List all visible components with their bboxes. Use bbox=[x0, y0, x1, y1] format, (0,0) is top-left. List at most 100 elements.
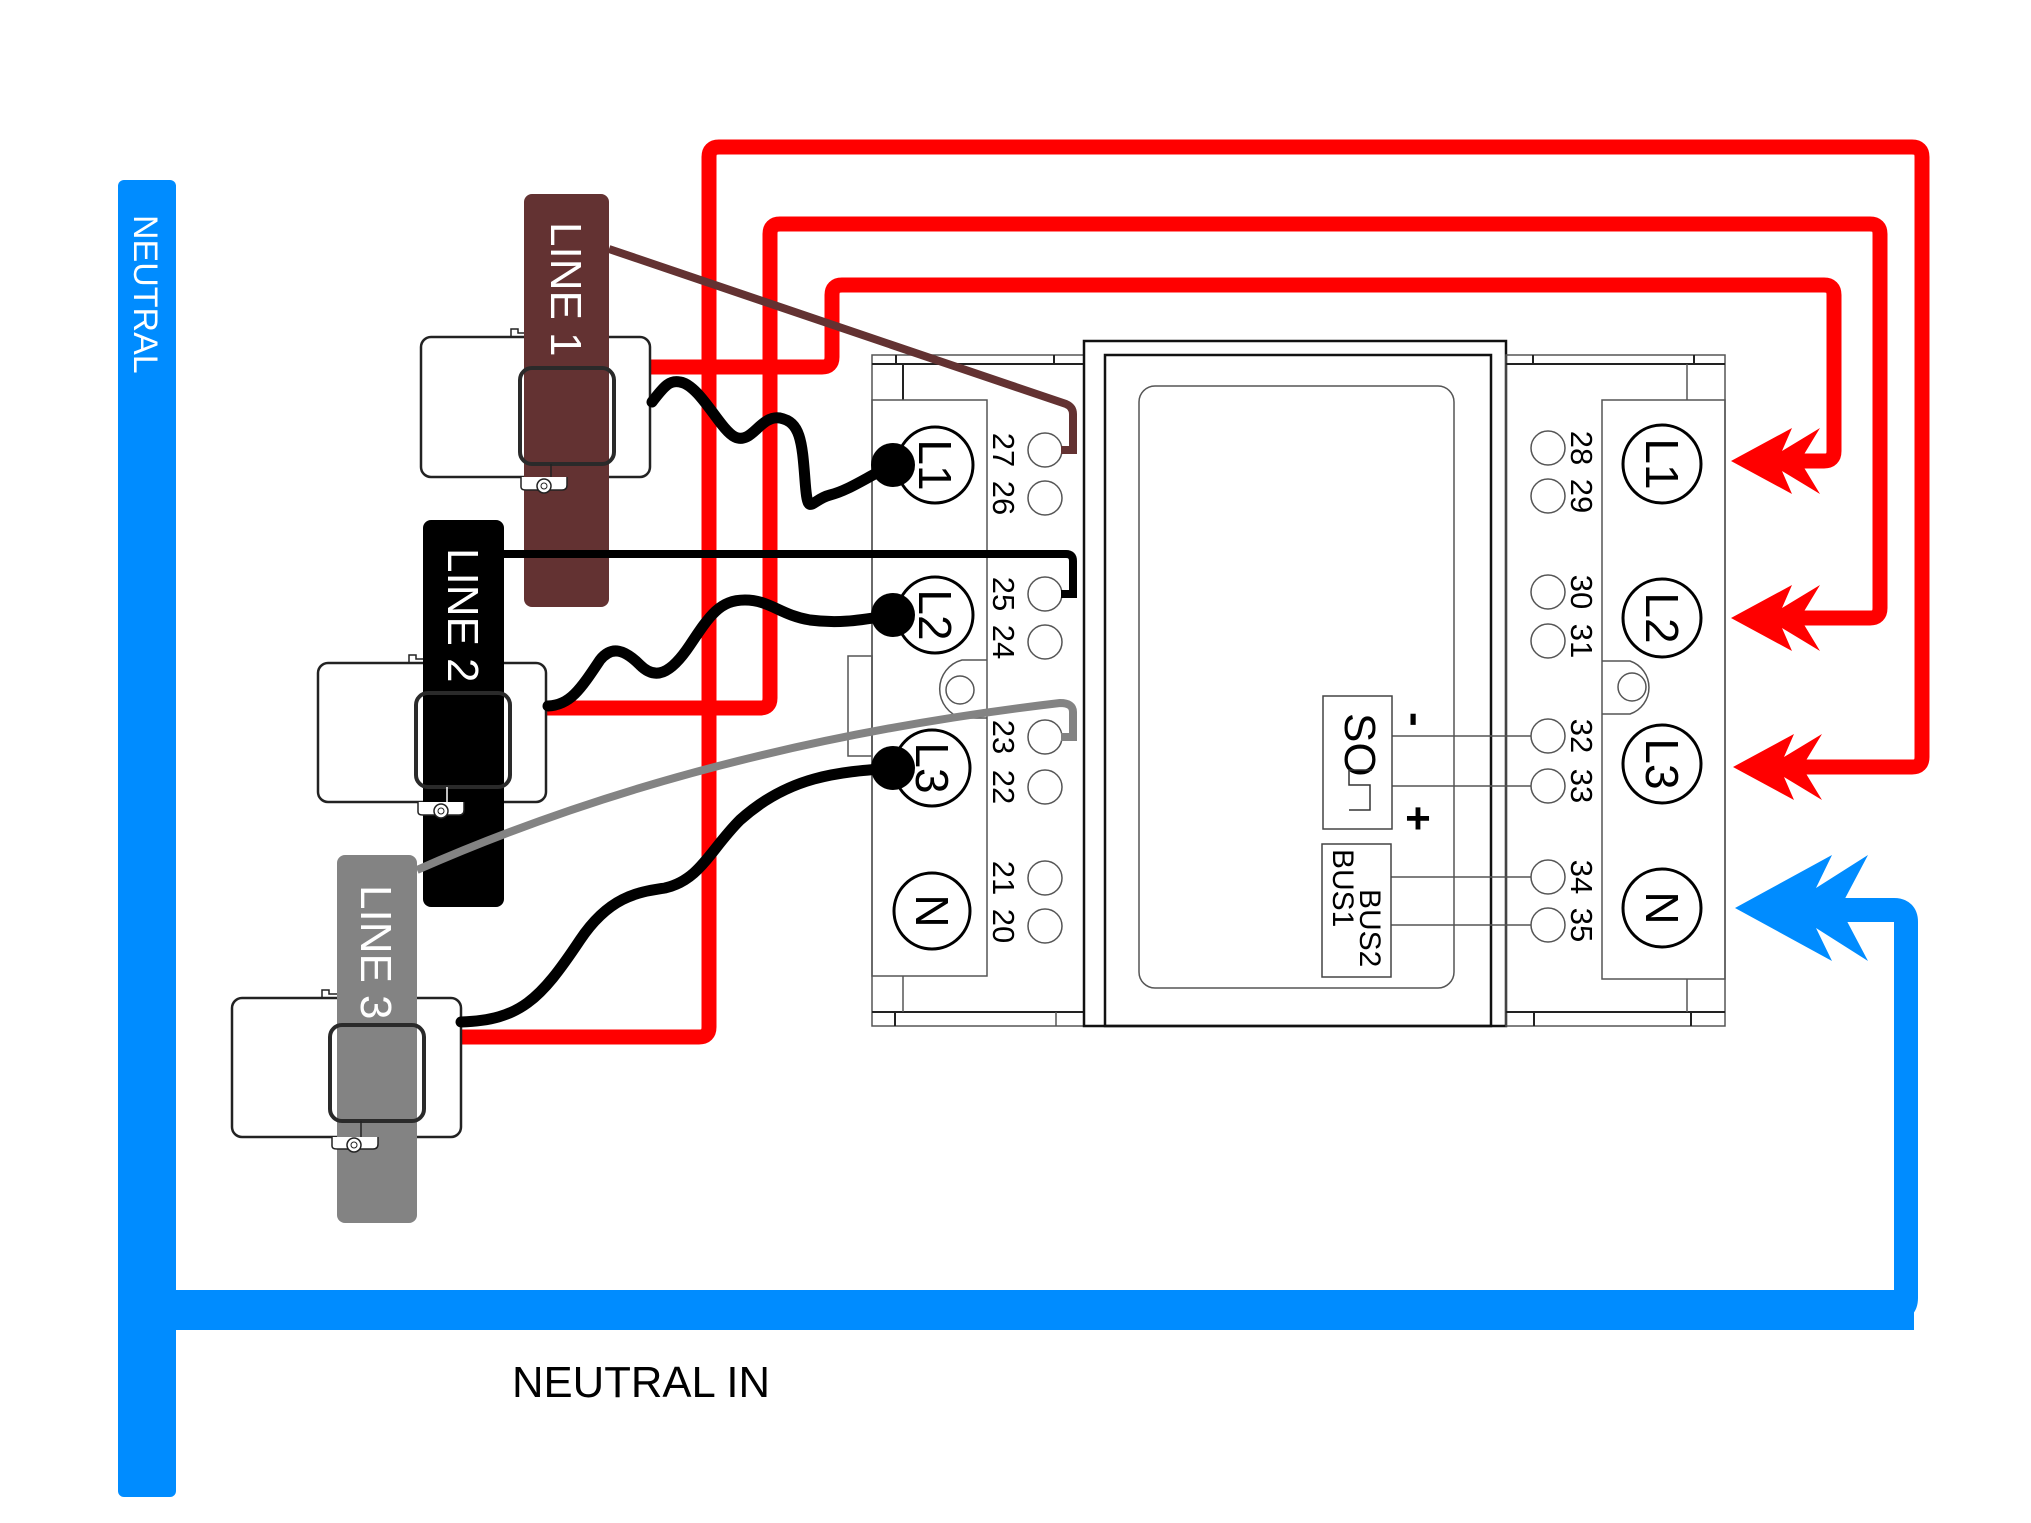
left-terminal-l3[interactable]: L3 bbox=[892, 728, 972, 808]
left-phase-terminals: L1 L2 L3 N bbox=[892, 425, 975, 951]
ct2-label: LINE 2 bbox=[438, 548, 487, 683]
pin-label-20: 20 bbox=[986, 909, 1021, 943]
pin-label-25: 25 bbox=[986, 577, 1021, 611]
pin-28[interactable] bbox=[1530, 430, 1566, 466]
voltage-wire-l3-terminal-dot bbox=[871, 746, 915, 790]
pin-22[interactable] bbox=[1027, 769, 1063, 805]
pin-31[interactable] bbox=[1530, 623, 1566, 659]
right-signal-pins: 28 29 30 31 32 33 34 35 bbox=[1391, 430, 1599, 943]
pulse-output-box: SO - + bbox=[1322, 695, 1441, 843]
svg-text:L2: L2 bbox=[909, 589, 961, 640]
left-mount-hole bbox=[945, 675, 975, 705]
ct1-cable-band bbox=[524, 194, 609, 607]
meter-center-body bbox=[1082, 339, 1508, 1028]
current-transformer-line-3[interactable]: LINE 3 bbox=[230, 855, 463, 1223]
meter-right-module bbox=[1505, 354, 1726, 1027]
pin-32[interactable] bbox=[1530, 718, 1566, 754]
ct3-window bbox=[328, 1023, 426, 1123]
pin-25[interactable] bbox=[1027, 576, 1063, 612]
pin-label-30: 30 bbox=[1564, 575, 1599, 609]
pulse-icon bbox=[1348, 769, 1372, 811]
meter-left-module bbox=[847, 354, 1085, 1027]
right-phase-terminals: L1 L2 L3 N bbox=[1621, 423, 1703, 949]
ct2-window bbox=[414, 691, 512, 789]
pin-label-26: 26 bbox=[986, 481, 1021, 515]
pin-24[interactable] bbox=[1027, 624, 1063, 660]
pin-33[interactable] bbox=[1530, 768, 1566, 804]
live-wires bbox=[461, 139, 1930, 1045]
voltage-wire-l2-terminal-dot bbox=[871, 593, 915, 637]
pulse-plus-label: + bbox=[1405, 794, 1431, 843]
neutral-in-label: NEUTRAL IN bbox=[512, 1358, 770, 1407]
neutral-arrow-icon bbox=[1735, 855, 1868, 961]
svg-text:L1: L1 bbox=[1636, 438, 1688, 489]
live-wire-l1 bbox=[650, 277, 1842, 469]
right-terminal-n[interactable]: N bbox=[1621, 867, 1703, 949]
pin-26[interactable] bbox=[1027, 480, 1063, 516]
pin-label-27: 27 bbox=[986, 433, 1021, 467]
right-terminal-block bbox=[1601, 399, 1726, 980]
pin-27[interactable] bbox=[1027, 432, 1063, 468]
ct2-signal-wire bbox=[504, 550, 1077, 598]
left-signal-pins: 27 26 25 24 23 22 21 20 bbox=[986, 432, 1063, 944]
svg-text:L2: L2 bbox=[1636, 592, 1688, 643]
pin-label-35: 35 bbox=[1564, 908, 1599, 942]
neutral-in-wire bbox=[176, 1290, 1914, 1330]
pin-label-31: 31 bbox=[1564, 624, 1599, 658]
pin-34[interactable] bbox=[1530, 859, 1566, 895]
pulse-minus-label: - bbox=[1392, 712, 1441, 727]
pin-23[interactable] bbox=[1027, 719, 1063, 755]
pin-label-33: 33 bbox=[1564, 769, 1599, 803]
right-terminal-l3[interactable]: L3 bbox=[1621, 723, 1703, 805]
live-arrow-l1-icon bbox=[1731, 428, 1820, 494]
pin-label-34: 34 bbox=[1564, 860, 1599, 894]
ct3-cable-band bbox=[337, 855, 417, 1223]
svg-text:N: N bbox=[906, 894, 958, 927]
pin-35[interactable] bbox=[1530, 907, 1566, 943]
voltage-wire-l1-terminal-dot bbox=[871, 443, 915, 487]
pin-label-23: 23 bbox=[986, 720, 1021, 754]
voltage-wire-l1[interactable] bbox=[646, 376, 899, 510]
pin-label-32: 32 bbox=[1564, 719, 1599, 753]
live-wire-l3 bbox=[461, 139, 1930, 1045]
voltage-wire-l2[interactable] bbox=[542, 594, 899, 712]
neutral-bus: NEUTRAL NEUTRAL IN bbox=[118, 180, 1918, 1497]
ct3-label: LINE 3 bbox=[351, 885, 400, 1020]
svg-text:N: N bbox=[1636, 891, 1688, 924]
bus1-label: BUS1 bbox=[1326, 849, 1359, 927]
right-terminal-l1[interactable]: L1 bbox=[1621, 423, 1703, 505]
pin-label-28: 28 bbox=[1564, 431, 1599, 465]
pin-label-21: 21 bbox=[986, 861, 1021, 895]
neutral-bar bbox=[118, 180, 176, 1497]
current-transformer-line-2[interactable]: LINE 2 bbox=[316, 520, 548, 907]
ct3-signal-wire bbox=[415, 698, 1077, 874]
current-transformer-line-1[interactable]: LINE 1 bbox=[419, 194, 652, 607]
pin-20[interactable] bbox=[1027, 908, 1063, 944]
live-arrow-l2-icon bbox=[1731, 585, 1820, 651]
voltage-wire-l3[interactable] bbox=[455, 762, 899, 1028]
right-terminal-l2[interactable]: L2 bbox=[1621, 577, 1703, 659]
ct1-window bbox=[518, 366, 616, 466]
meter-display bbox=[1138, 385, 1455, 989]
live-arrow-l3-icon bbox=[1733, 734, 1822, 800]
pin-29[interactable] bbox=[1530, 478, 1566, 514]
neutral-bar-label: NEUTRAL bbox=[126, 215, 164, 374]
pin-label-29: 29 bbox=[1564, 479, 1599, 513]
ct1-label: LINE 1 bbox=[541, 222, 590, 357]
live-wire-l2 bbox=[546, 216, 1888, 716]
pin-label-24: 24 bbox=[986, 625, 1021, 659]
neutral-return-wire bbox=[1800, 898, 1918, 1322]
right-mount-hole bbox=[1617, 672, 1647, 702]
left-terminal-n[interactable]: N bbox=[892, 871, 972, 951]
pin-30[interactable] bbox=[1530, 574, 1566, 610]
svg-text:L3: L3 bbox=[1636, 738, 1688, 789]
pin-21[interactable] bbox=[1027, 860, 1063, 896]
pin-label-22: 22 bbox=[986, 770, 1021, 804]
bus2-label: BUS2 bbox=[1353, 889, 1386, 967]
pulse-output-label: SO bbox=[1335, 713, 1384, 777]
svg-text:L1: L1 bbox=[909, 439, 961, 490]
ct1-signal-wire bbox=[607, 245, 1077, 454]
right-mount-tab bbox=[1602, 660, 1650, 715]
bus-box: BUS1 BUS2 bbox=[1321, 843, 1392, 978]
energy-meter: L1 L2 L3 N 27 26 bbox=[847, 339, 1726, 1028]
